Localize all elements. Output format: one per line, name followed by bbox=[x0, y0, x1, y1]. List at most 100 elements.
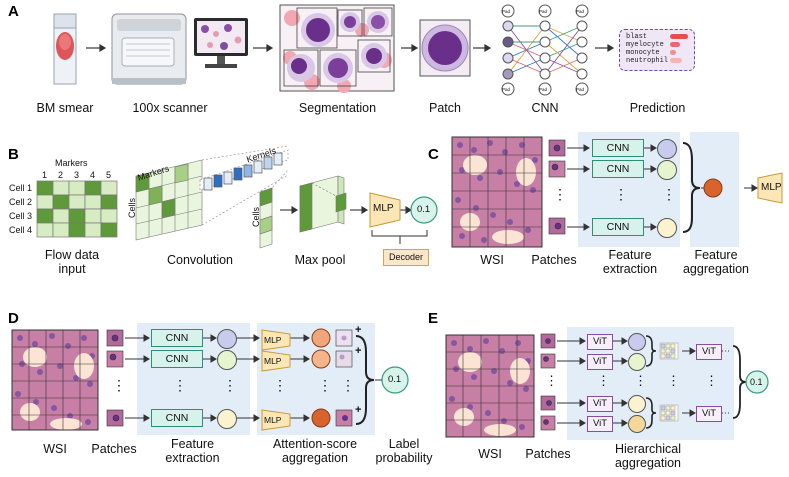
wsi-image bbox=[451, 136, 543, 248]
flow-data-input-label: Flow data input bbox=[44, 248, 100, 276]
feature-extraction-label: Feature extraction bbox=[602, 248, 658, 276]
wsi-label: WSI bbox=[43, 442, 67, 456]
feature-circle bbox=[217, 329, 237, 349]
mlp-shape bbox=[369, 192, 401, 228]
cnn-block: CNN bbox=[592, 218, 644, 236]
output-circle bbox=[410, 196, 438, 224]
pad-label: Pad bbox=[502, 87, 511, 92]
convolution-grid bbox=[135, 159, 203, 241]
markers-title: Markers bbox=[55, 158, 88, 168]
vertical-ellipsis: ⋮ bbox=[173, 377, 187, 393]
segmentation-label: Segmentation bbox=[298, 101, 377, 115]
cnn-block: CNN bbox=[592, 160, 644, 178]
vertical-ellipsis: ⋮ bbox=[553, 186, 567, 202]
feature-circle bbox=[628, 353, 646, 371]
vertical-ellipsis: ⋮ bbox=[273, 377, 287, 393]
prediction-class: neutrophil bbox=[626, 57, 669, 65]
prediction-class: monocyte bbox=[626, 49, 660, 57]
vertical-ellipsis: ⋮ bbox=[597, 373, 610, 388]
pad-label: Pad bbox=[502, 9, 511, 14]
vit-block: ViT bbox=[696, 344, 722, 360]
output-value: 0.1 bbox=[750, 377, 763, 387]
cell-row-label: Cell 1 bbox=[9, 183, 33, 193]
panel-letter-b: B bbox=[8, 146, 19, 163]
panel-letter-a: A bbox=[8, 3, 19, 20]
vertical-ellipsis: ⋮ bbox=[705, 373, 718, 388]
mlp-label: MLP bbox=[264, 335, 282, 345]
vit-block: ViT bbox=[696, 406, 722, 422]
marker-number: 1 bbox=[42, 170, 48, 180]
feature-circle bbox=[628, 333, 646, 351]
scanner-label: 100x scanner bbox=[132, 101, 208, 115]
conv-output-column bbox=[259, 187, 273, 249]
feature-circle bbox=[628, 395, 646, 413]
attention-score-circle bbox=[311, 328, 331, 348]
bm-smear-label: BM smear bbox=[36, 101, 94, 115]
patch-tiles bbox=[548, 139, 566, 235]
scanner-icon bbox=[111, 13, 248, 85]
vertical-ellipsis: ⋮ bbox=[662, 186, 676, 202]
patches-label: Patches bbox=[91, 442, 137, 456]
mlp-shape bbox=[261, 329, 291, 351]
marker-number: 3 bbox=[74, 170, 80, 180]
wsi-label: WSI bbox=[480, 253, 504, 267]
prediction-class: blast bbox=[626, 33, 648, 41]
prediction-bar bbox=[670, 50, 676, 55]
prediction-box: blast myelocyte monocyte neutrophil bbox=[619, 29, 695, 71]
patch-image bbox=[419, 19, 471, 77]
convolution-label: Convolution bbox=[166, 253, 233, 267]
plus-sign: + bbox=[355, 404, 362, 416]
vertical-ellipsis: ⋮ bbox=[318, 377, 332, 393]
feature-circle bbox=[657, 139, 677, 159]
wsi-label: WSI bbox=[478, 447, 502, 461]
mlp-label: MLP bbox=[264, 356, 282, 366]
feature-circle bbox=[628, 415, 646, 433]
cnn-block: CNN bbox=[151, 329, 203, 347]
feature-circle bbox=[217, 409, 237, 429]
cell-row-label: Cell 3 bbox=[9, 211, 33, 221]
cnn-network-diagram bbox=[501, 4, 589, 96]
prediction-bar bbox=[670, 42, 680, 47]
mlp-label: MLP bbox=[264, 415, 282, 425]
token-grid bbox=[659, 342, 679, 360]
mlp-shape bbox=[261, 350, 291, 372]
patch-tiles bbox=[540, 333, 556, 431]
patch-tiles bbox=[106, 329, 124, 427]
vertical-ellipsis: ⋮ bbox=[545, 373, 558, 388]
prediction-class: myelocyte bbox=[626, 41, 664, 49]
cnn-label: CNN bbox=[531, 101, 559, 115]
vit-block: ViT bbox=[587, 334, 613, 350]
plus-sign: + bbox=[355, 324, 362, 336]
marker-number: 4 bbox=[90, 170, 96, 180]
segmentation-image bbox=[279, 4, 395, 93]
token-grid bbox=[659, 404, 679, 422]
feature-circle bbox=[657, 160, 677, 180]
vertical-ellipsis: ⋮ bbox=[112, 377, 126, 393]
feature-circle bbox=[657, 218, 677, 238]
feature-aggregation-label: Feature aggregation bbox=[682, 248, 750, 276]
marker-number: 2 bbox=[58, 170, 64, 180]
hierarchical-aggregation-label: Hierarchical aggregation bbox=[614, 442, 682, 470]
plus-sign: + bbox=[355, 345, 362, 357]
cnn-block: CNN bbox=[151, 350, 203, 368]
output-circle bbox=[745, 370, 769, 394]
max-pool-block bbox=[299, 175, 347, 233]
output-value: 0.1 bbox=[417, 204, 431, 215]
feature-extraction-label: Feature extraction bbox=[165, 437, 220, 465]
max-pool-label: Max pool bbox=[294, 253, 346, 267]
vertical-ellipsis: ⋮ bbox=[341, 377, 355, 393]
wsi-image bbox=[11, 329, 99, 431]
output-value: 0.1 bbox=[388, 374, 402, 385]
flow-data-grid bbox=[36, 180, 118, 238]
cell-row-label: Cell 4 bbox=[9, 225, 33, 235]
mlp-shape bbox=[757, 172, 783, 204]
decoder-box: Decoder bbox=[383, 249, 429, 266]
vertical-ellipsis: ⋮ bbox=[614, 186, 628, 202]
pad-label: Pad bbox=[576, 87, 585, 92]
pad-label: Pad bbox=[539, 87, 548, 92]
patch-label: Patch bbox=[429, 101, 461, 115]
